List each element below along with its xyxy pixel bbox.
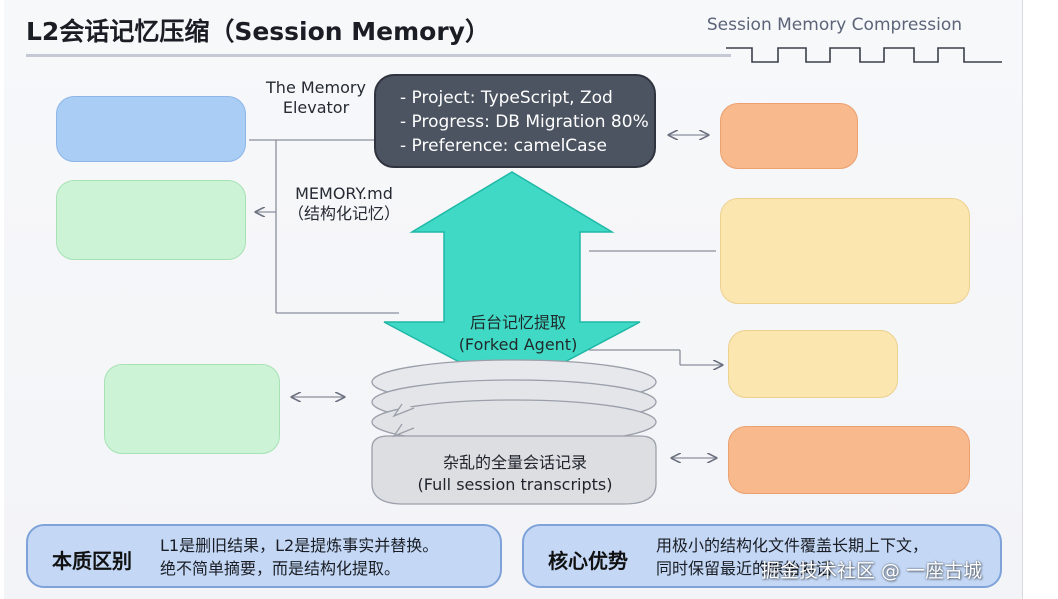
panel-core-advantage: 核心优势 用极小的结构化文件覆盖长期上下文， 同时保留最近的原始对话 xyxy=(522,524,1002,588)
memory-line-preference: - Preference: camelCase xyxy=(400,136,607,156)
green-node-bottom xyxy=(104,364,280,454)
green-node-top xyxy=(56,180,246,260)
memory-card: - Project: TypeScript, Zod - Progress: D… xyxy=(374,74,656,168)
title-rule xyxy=(26,54,731,57)
panel-left-title: 本质区别 xyxy=(52,549,132,573)
right-connectors xyxy=(292,135,722,458)
extraction-double-arrow xyxy=(383,171,641,391)
yellow-node-small xyxy=(728,330,898,398)
connector-lines xyxy=(249,0,1022,505)
panel-left-text: L1是删旧结果，L2是提炼事实并替换。 绝不简单摘要，而是结构化提取。 xyxy=(160,536,439,578)
header-subtitle: Session Memory Compression xyxy=(706,15,962,35)
yellow-node-large xyxy=(720,198,970,304)
forked-agent-label: 后台记忆提取 (Forked Agent) xyxy=(458,313,578,354)
memory-md-label: MEMORY.md （结构化记忆） xyxy=(287,184,400,223)
orange-node-bottom xyxy=(728,426,970,494)
panel-essential-difference: 本质区别 L1是删旧结果，L2是提炼事实并替换。 绝不简单摘要，而是结构化提取。 xyxy=(26,524,502,588)
slide-frame: L2会话记忆压缩（Session Memory） Session Memory … xyxy=(4,0,1023,599)
blue-node xyxy=(56,96,246,162)
memory-elevator-label: The Memory Elevator xyxy=(266,78,366,117)
pulse-line-decoration xyxy=(726,47,1002,63)
watermark: 掘金技术社区 @ 一座古城 xyxy=(761,560,983,582)
page-title: L2会话记忆压缩（Session Memory） xyxy=(26,17,490,46)
transcript-label: 杂乱的全量会话记录 (Full session transcripts) xyxy=(417,453,613,494)
transcript-stack xyxy=(371,359,657,505)
orange-node-top xyxy=(720,103,858,169)
panel-right-text: 用极小的结构化文件覆盖长期上下文， 同时保留最近的原始对话 xyxy=(656,536,929,578)
memory-line-project: - Project: TypeScript, Zod xyxy=(400,88,613,108)
left-tree-connector xyxy=(249,139,399,314)
memory-line-progress: - Progress: DB Migration 80% xyxy=(400,112,649,132)
panel-right-title: 核心优势 xyxy=(548,549,628,573)
